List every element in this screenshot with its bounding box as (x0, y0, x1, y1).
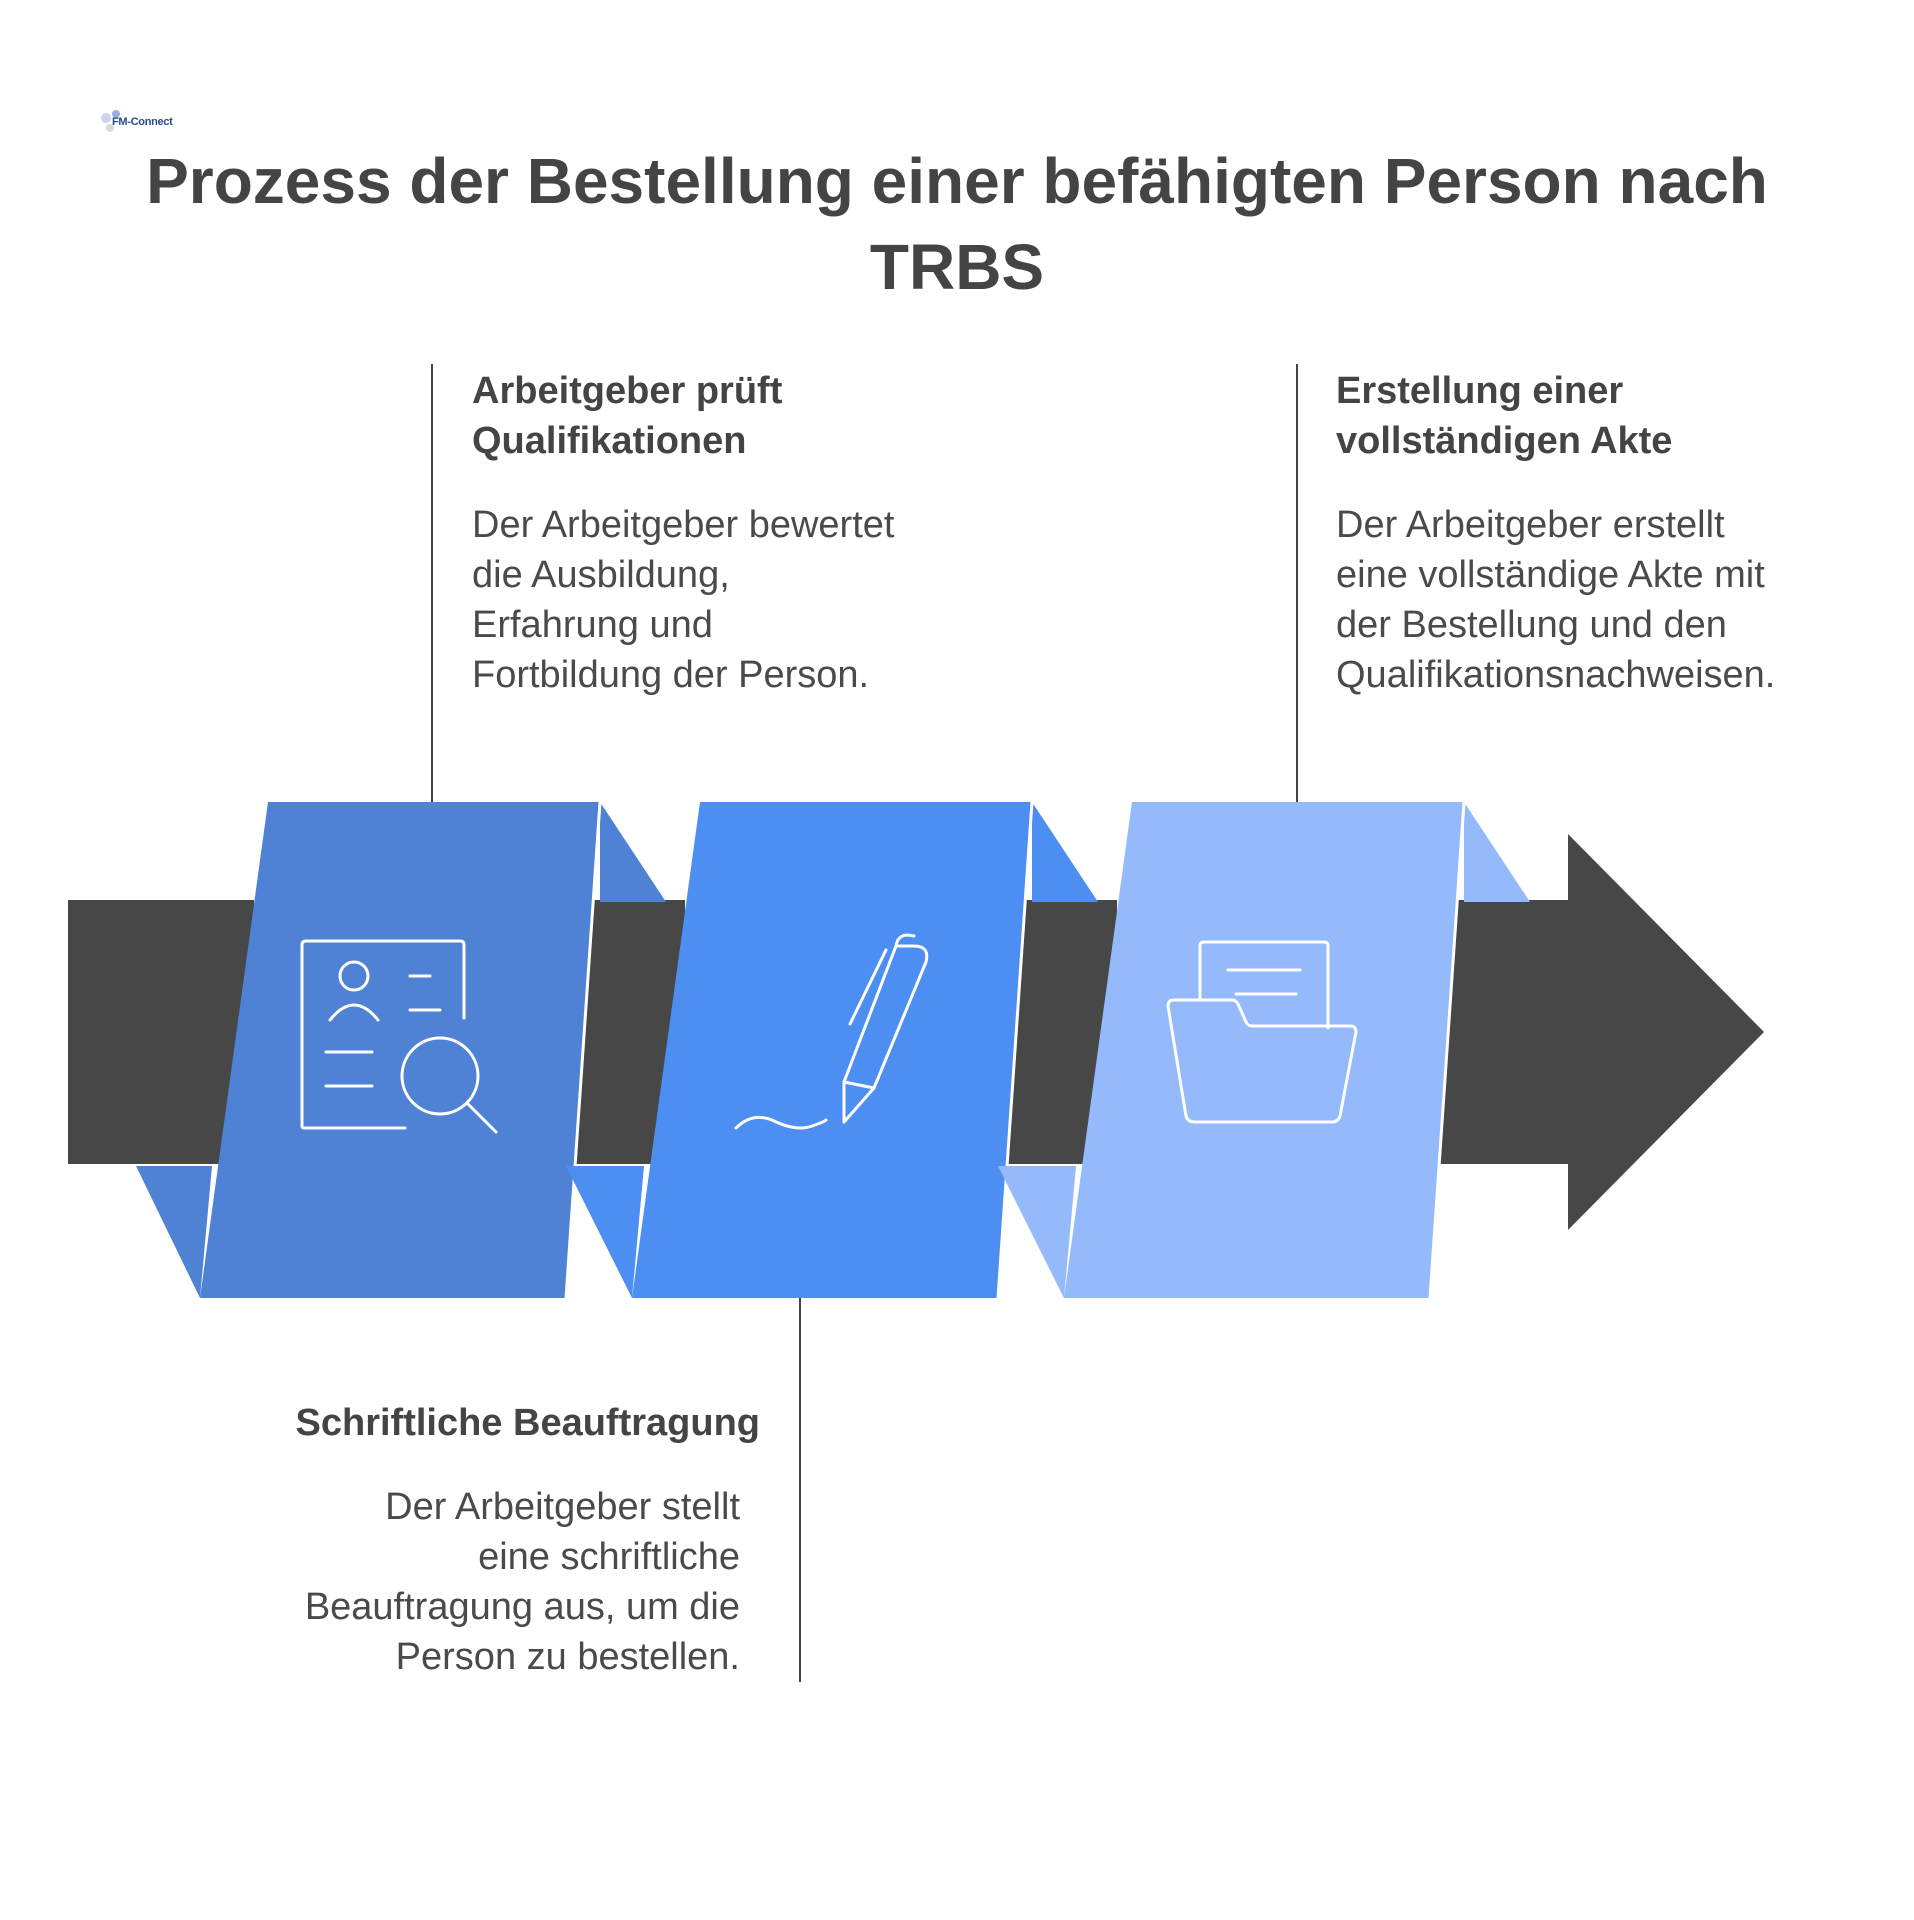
step-2-heading: Schriftliche Beauftragung (295, 1402, 761, 1444)
logo (96, 104, 176, 140)
page-title: Prozess der Bestellung einer befähigten … (146, 145, 1768, 303)
arrow-head (1568, 834, 1764, 1230)
pen-signature-icon (734, 933, 929, 1130)
callout-line-2 (799, 1298, 801, 1682)
panel-2-bottom-fold (566, 1166, 644, 1298)
panel-1-bottom-fold (136, 1166, 212, 1298)
step-2-body: Der Arbeitgeber stellt eine schriftliche… (304, 1486, 740, 1678)
folder-document-icon (1166, 940, 1358, 1124)
logo-text: FM-Connect (112, 116, 173, 128)
arrow-segment-start (68, 900, 254, 1164)
document-search-icon (300, 939, 498, 1134)
panel-2-top-fold (1032, 802, 1098, 902)
panel-1-top-fold (600, 802, 666, 902)
step-1-heading: Arbeitgeber prüft Qualifikationen (472, 370, 783, 462)
panel-1 (200, 802, 600, 1298)
panel-2 (632, 802, 1032, 1298)
callout-line-1 (431, 364, 433, 802)
step-3-body: Der Arbeitgeber erstellt eine vollständi… (1336, 504, 1776, 696)
panel-3-top-fold (1464, 802, 1530, 902)
panel-3-bottom-fold (998, 1166, 1076, 1298)
panel-3 (1064, 802, 1464, 1298)
callout-line-3 (1296, 364, 1298, 802)
step-3-heading: Erstellung einer vollständigen Akte (1336, 370, 1673, 462)
step-1-body: Der Arbeitgeber bewertet die Ausbildung,… (472, 504, 895, 696)
